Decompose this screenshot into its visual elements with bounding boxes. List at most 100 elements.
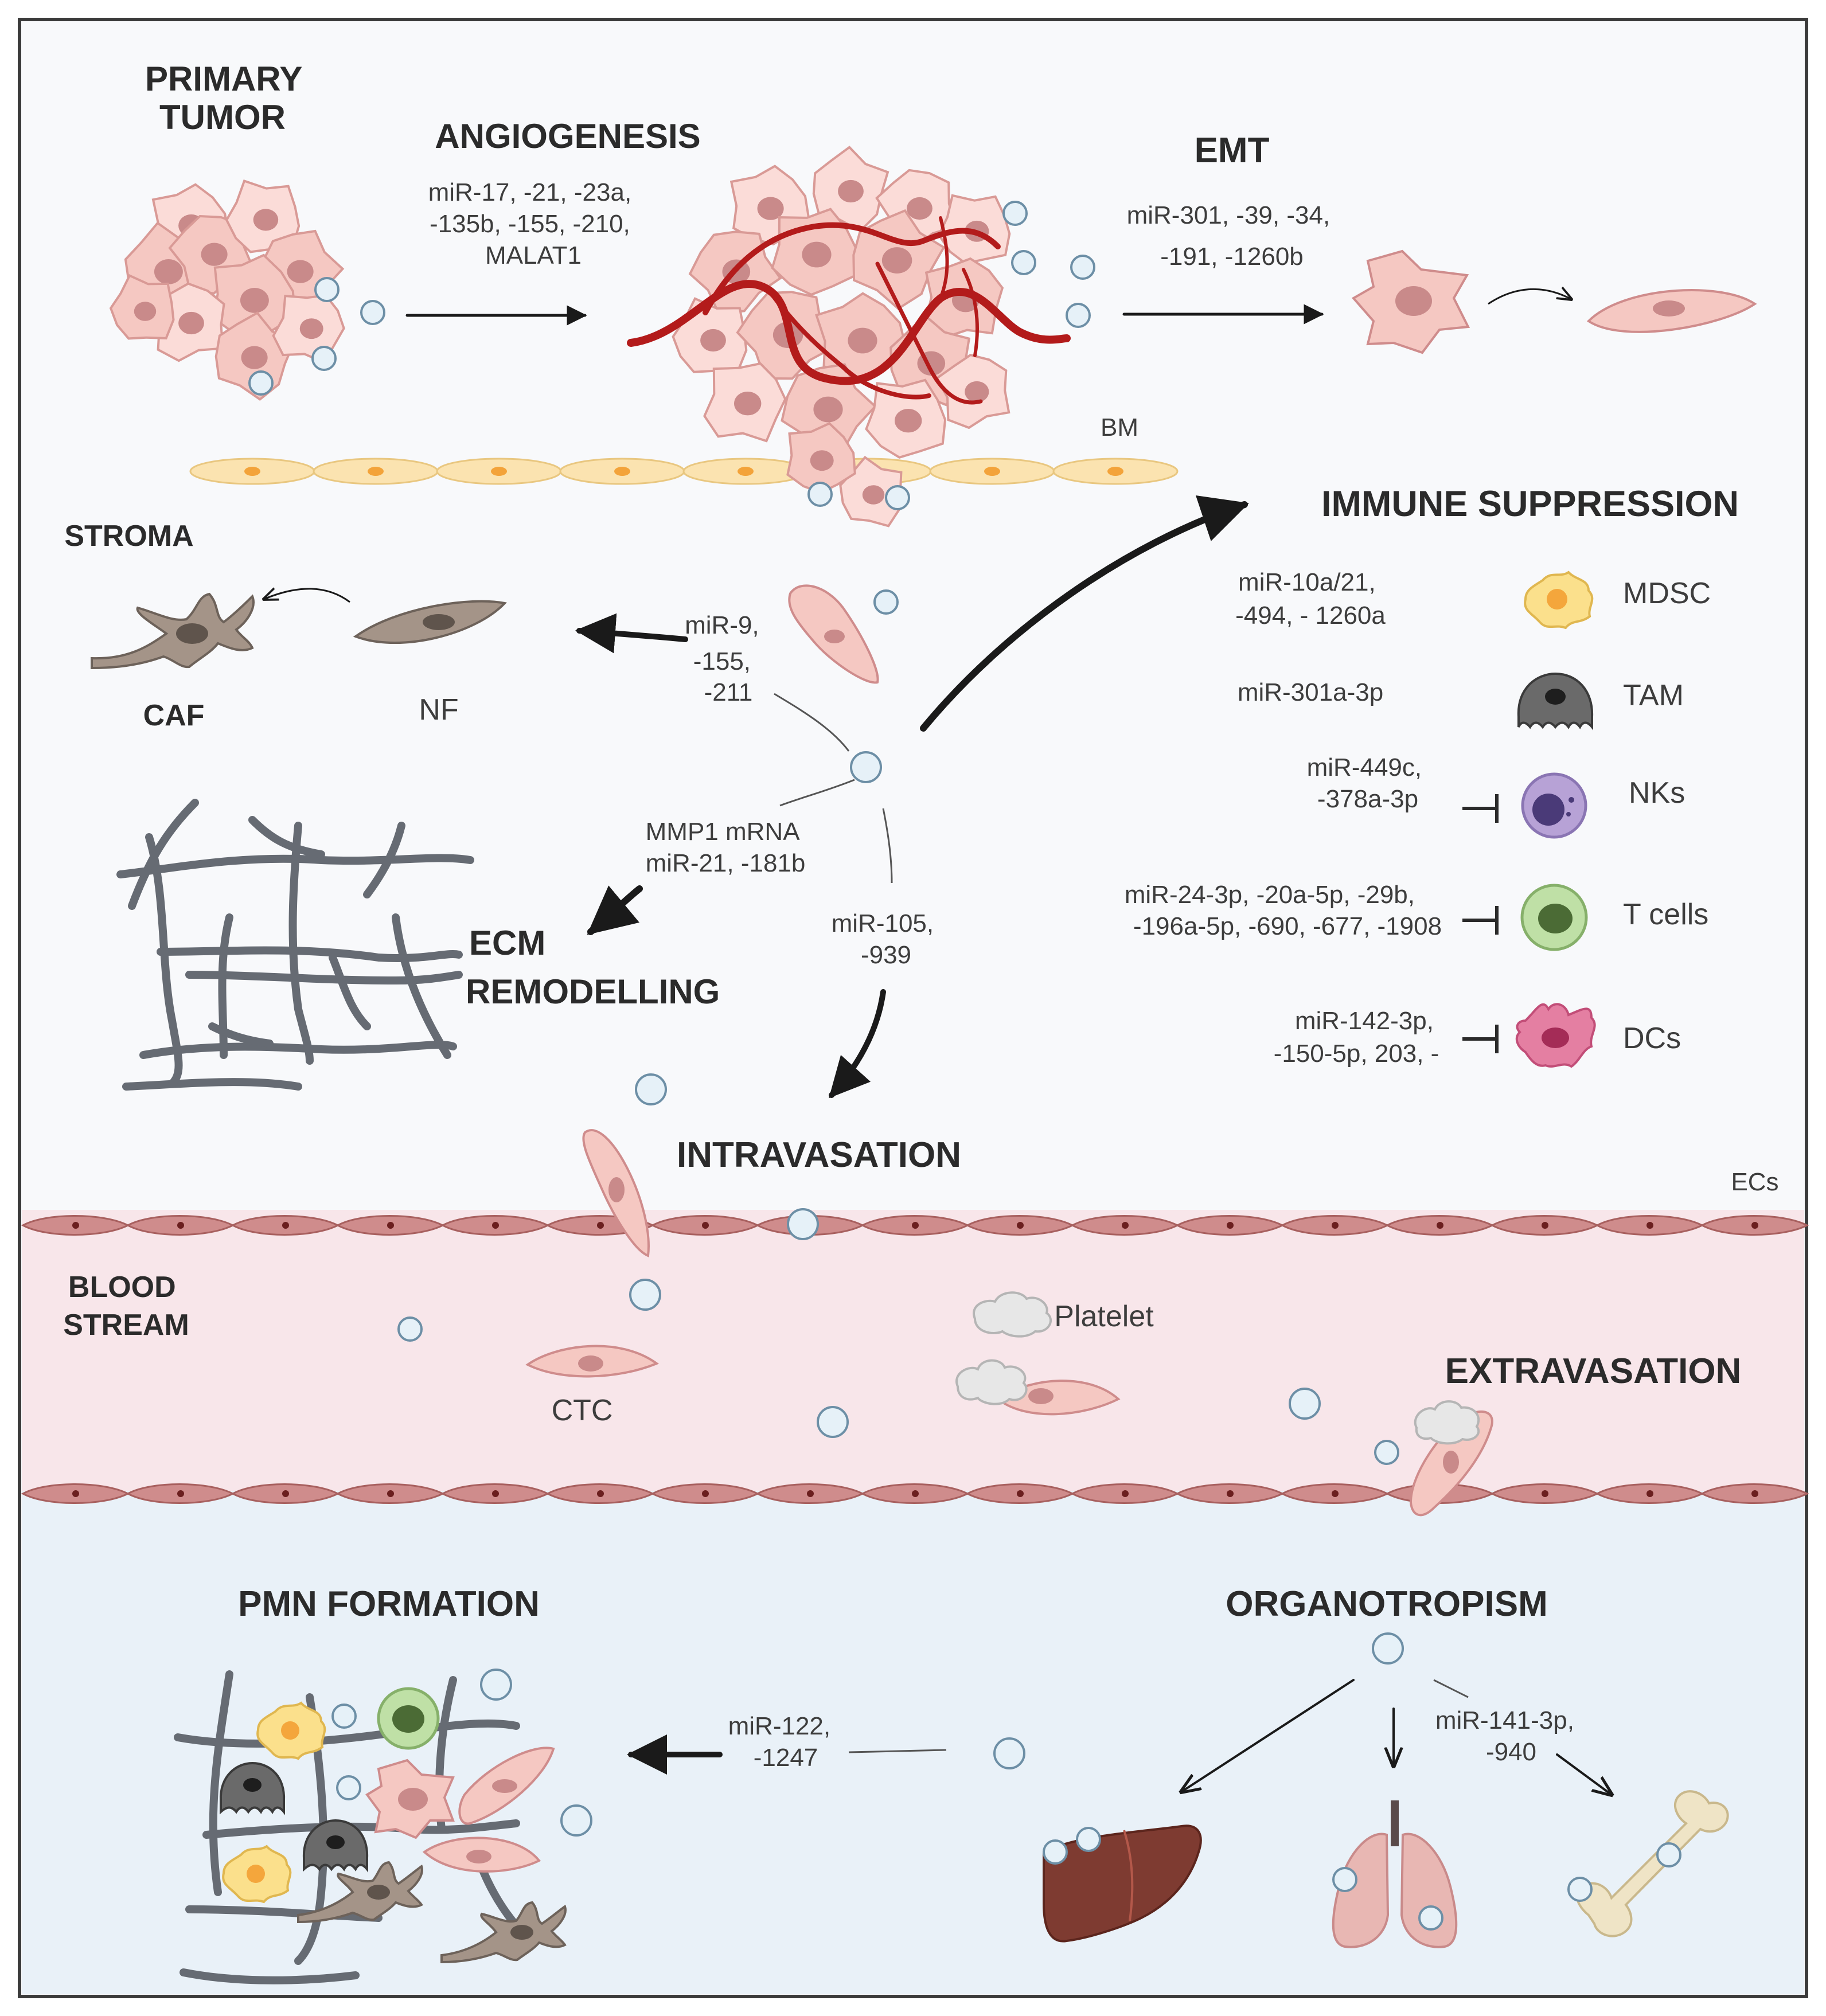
exosome bbox=[1002, 201, 1028, 226]
ecm-arrow bbox=[587, 885, 643, 935]
tumor-nucleus bbox=[895, 408, 922, 433]
svg-text:ECM REMODELLING: ECM REMODELLING bbox=[466, 924, 720, 1011]
tumor-nucleus bbox=[287, 260, 314, 283]
endothelial-nucleus bbox=[72, 1490, 79, 1497]
tumor-nucleus bbox=[201, 243, 228, 266]
immune-name-tcells: T cells bbox=[1623, 898, 1708, 931]
endothelial-nucleus bbox=[1227, 1222, 1234, 1229]
exosome bbox=[336, 1775, 361, 1800]
exosome bbox=[560, 1804, 592, 1837]
mirna-intrav-2: -939 bbox=[861, 941, 911, 969]
label-caf: CAF bbox=[143, 699, 205, 732]
tumor-nucleus bbox=[965, 381, 989, 403]
basement-membrane bbox=[189, 458, 1179, 485]
inhibition-bars bbox=[1462, 794, 1499, 1053]
endothelial-nucleus bbox=[1227, 1490, 1234, 1497]
svg-text:miR-17, -21, -23a, -135b: miR-17, -21, -23a, -135b, -155, -210, MA… bbox=[428, 178, 639, 269]
tumor-nucleus bbox=[838, 179, 864, 203]
exosome bbox=[1332, 1867, 1357, 1892]
immune-nk-mirna-2: -378a-3p bbox=[1317, 785, 1418, 813]
mirna-pmn-2: -1247 bbox=[754, 1744, 818, 1772]
tumor-nucleus bbox=[241, 346, 268, 369]
immune-tcell-mirna-1: miR-24-3p, -20a-5p, -29b, bbox=[1125, 881, 1415, 909]
endothelial-nucleus bbox=[177, 1222, 184, 1229]
tumor-nucleus bbox=[178, 311, 204, 335]
ctc-with-platelets bbox=[955, 1359, 1121, 1416]
endothelial-nucleus bbox=[282, 1490, 289, 1497]
exosome bbox=[1011, 250, 1036, 275]
exosome bbox=[629, 1279, 661, 1311]
exosome bbox=[360, 300, 385, 325]
heading-extravasation: EXTRAVASATION bbox=[1445, 1351, 1742, 1391]
endothelial-nucleus bbox=[1751, 1490, 1758, 1497]
svg-text:miR-301, -39, -34, -191,: miR-301, -39, -34, -191, -1260b bbox=[1127, 201, 1337, 271]
ecm-network bbox=[116, 799, 474, 1091]
bm-nucleus bbox=[368, 467, 384, 476]
exosome bbox=[1066, 303, 1091, 328]
immune-name-tam: TAM bbox=[1623, 679, 1684, 712]
endothelial-nucleus bbox=[1017, 1222, 1024, 1229]
bm-nucleus bbox=[984, 467, 1000, 476]
tumor-nucleus bbox=[907, 197, 932, 220]
platelet-cluster bbox=[973, 1291, 1052, 1338]
immune-cell-names: MDSC TAM NKs T cells DCs bbox=[1623, 577, 1711, 1055]
exosome bbox=[1076, 1827, 1101, 1852]
immune-dc-mirna-1: miR-142-3p, bbox=[1295, 1007, 1434, 1035]
mirna-ecm-1: MMP1 mRNA bbox=[646, 818, 801, 846]
exosome bbox=[635, 1073, 667, 1105]
mirna-stroma-2: -155, bbox=[693, 647, 751, 675]
endothelial-nucleus bbox=[912, 1222, 919, 1229]
exosome bbox=[1418, 1905, 1443, 1931]
exosome bbox=[807, 482, 833, 507]
endothelial-nucleus bbox=[1437, 1222, 1443, 1229]
dc-icon bbox=[1515, 1003, 1596, 1068]
heading-intravasation: INTRAVASATION bbox=[677, 1135, 961, 1175]
svg-text:miR-10a/21, -494, - 1260: miR-10a/21, -494, - 1260a bbox=[1235, 568, 1386, 630]
endothelial-nucleus bbox=[1542, 1222, 1548, 1229]
mirna-ecm-2: miR-21, -181b bbox=[646, 849, 806, 877]
ctc-cell bbox=[525, 1345, 660, 1378]
heading-ecm-1: ECM bbox=[469, 924, 545, 962]
endothelial-nucleus bbox=[177, 1490, 184, 1497]
small-labels: BM CAF NF ECs Platelet CTC bbox=[143, 413, 1779, 1427]
heading-ecm-2: REMODELLING bbox=[466, 972, 720, 1011]
tumor-nucleus bbox=[848, 327, 877, 354]
immune-mdsc-mirna-2: -494, - 1260a bbox=[1235, 601, 1386, 630]
bm-nucleus bbox=[614, 467, 630, 476]
svg-text:miR-9, -155, -211: miR-9, -155, -211 bbox=[685, 611, 766, 706]
immune-tcell-mirna-2: -196a-5p, -690, -677, -1908 bbox=[1133, 912, 1442, 940]
nf-cell bbox=[353, 600, 507, 644]
mirna-organo-1: miR-141-3p, bbox=[1435, 1706, 1574, 1734]
exosome bbox=[1372, 1632, 1404, 1665]
heading-angiogenesis: ANGIOGENESIS bbox=[435, 117, 700, 155]
exosome bbox=[1043, 1839, 1068, 1865]
svg-text:miR-122, -1247: miR-122, -1247 bbox=[728, 1712, 838, 1772]
mirna-labels: miR-17, -21, -23a, -135b, -155, -210, MA… bbox=[428, 178, 1574, 1772]
emt-epithelial-cell bbox=[1351, 249, 1470, 354]
endothelial-nucleus bbox=[1332, 1490, 1339, 1497]
tumor-nucleus bbox=[134, 302, 157, 321]
label-platelet: Platelet bbox=[1054, 1300, 1154, 1333]
exosome bbox=[817, 1406, 849, 1438]
exosome bbox=[480, 1669, 512, 1701]
immune-nk-mirna-1: miR-449c, bbox=[1307, 753, 1422, 782]
svg-text:miR-105, -939: miR-105, -939 bbox=[832, 909, 941, 969]
nk-cell-icon bbox=[1521, 772, 1587, 839]
endothelial-nucleus bbox=[702, 1490, 709, 1497]
mirna-angio-3: MALAT1 bbox=[485, 241, 582, 269]
immune-dc-mirna-2: -150-5p, 203, - bbox=[1274, 1040, 1439, 1068]
heading-organotropism: ORGANOTROPISM bbox=[1226, 1584, 1547, 1624]
organ-arrow-liver bbox=[1181, 1679, 1355, 1792]
tumor-nucleus bbox=[299, 318, 323, 339]
tumor-nucleus bbox=[734, 391, 762, 416]
tumor-nucleus bbox=[810, 450, 834, 471]
endothelial-nucleus bbox=[597, 1490, 604, 1497]
heading-stroma: STROMA bbox=[64, 519, 193, 553]
tumor-nucleus bbox=[253, 209, 279, 231]
t-cell-icon bbox=[1520, 884, 1588, 951]
intravasation-arrow bbox=[829, 989, 886, 1099]
emt-mesenchymal-cell bbox=[1586, 289, 1757, 333]
svg-text:MMP1 mRNA miR-21, -181b: MMP1 mRNA miR-21, -181b bbox=[646, 818, 806, 877]
endothelial-nucleus bbox=[387, 1490, 394, 1497]
